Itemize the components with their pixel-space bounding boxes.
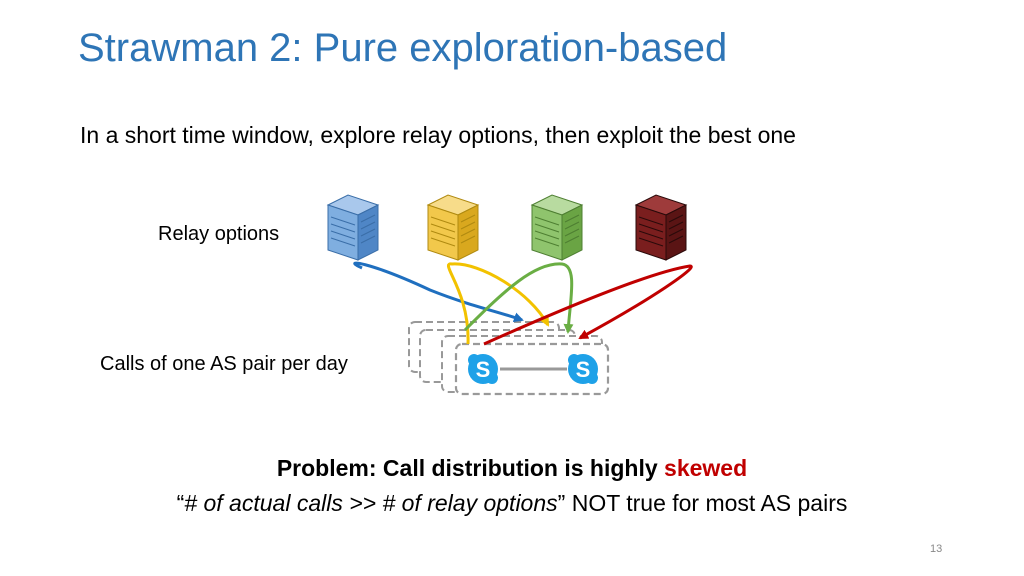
skype-icon: S <box>568 354 598 384</box>
call-cards <box>408 321 610 396</box>
slide-title: Strawman 2: Pure exploration-based <box>78 26 728 70</box>
problem-statement: Problem: Call distribution is highly ske… <box>0 455 1024 482</box>
server-icon <box>326 194 380 261</box>
page-number: 13 <box>930 543 943 555</box>
server-icon <box>530 194 584 261</box>
arrow-green <box>463 262 574 334</box>
problem-highlight: skewed <box>664 455 748 481</box>
svg-text:S: S <box>576 357 591 382</box>
assumption-rest: NOT true for most AS pairs <box>565 490 848 516</box>
relay-arrows <box>353 261 693 346</box>
close-quote: ” <box>557 490 566 516</box>
slide-subtitle: In a short time window, explore relay op… <box>80 122 796 148</box>
arrow-red <box>483 264 693 346</box>
server-icon <box>634 194 688 261</box>
arrow-blue <box>353 261 524 322</box>
arrow-yellow <box>446 262 550 345</box>
assumption-statement: “# of actual calls >> # of relay options… <box>0 490 1024 517</box>
open-quote: “ <box>176 490 185 516</box>
assumption-italic: # of actual calls >> # of relay options <box>184 490 558 516</box>
skype-icon: S <box>468 354 498 384</box>
server-icon <box>426 194 480 261</box>
relay-options-label: Relay options <box>158 223 280 245</box>
calls-label: Calls of one AS pair per day <box>100 353 348 375</box>
problem-prefix: Problem: Call distribution is highly <box>276 455 665 481</box>
svg-text:S: S <box>476 357 491 382</box>
